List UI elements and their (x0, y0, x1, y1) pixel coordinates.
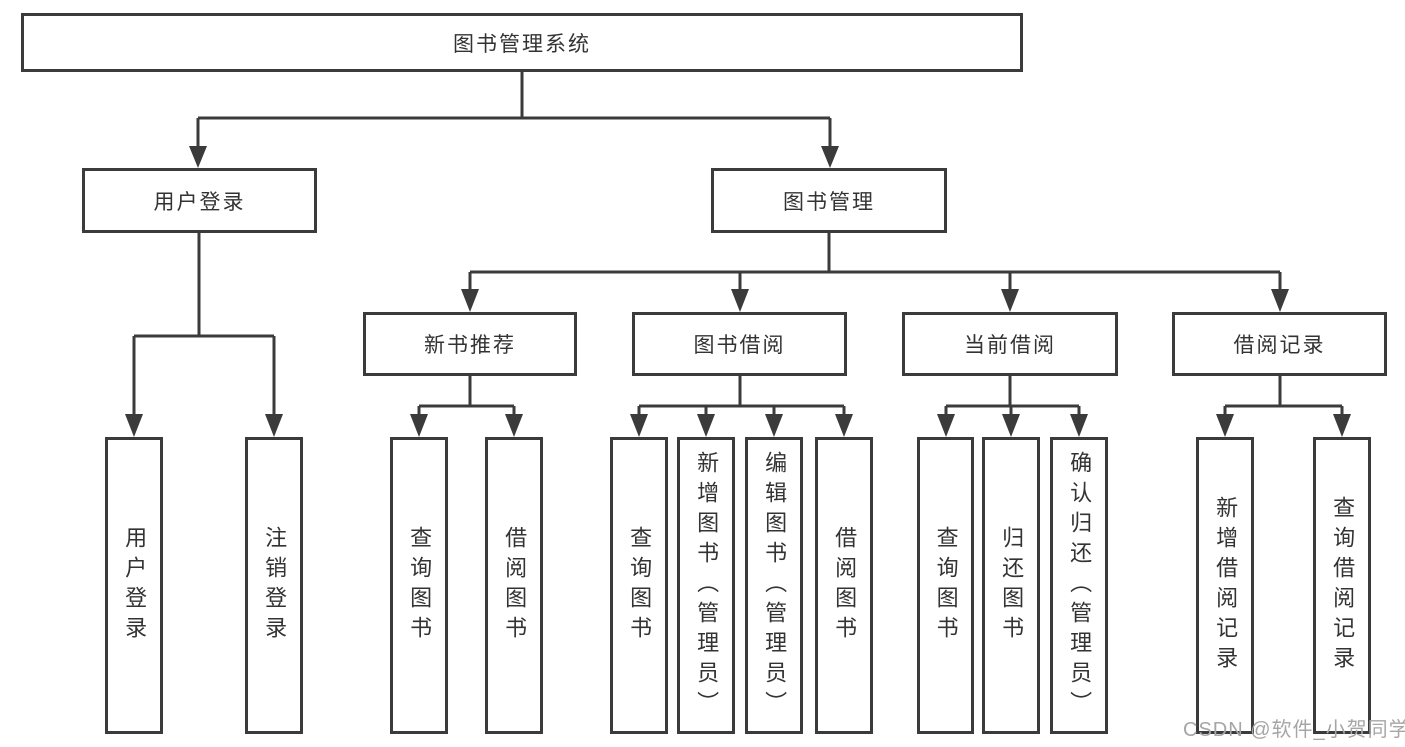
node-label: 查询图书 (627, 525, 653, 646)
leaf-borrow-books-recommend: 借阅图书 (485, 437, 543, 734)
node-label: 当前借阅 (964, 334, 1056, 357)
leaf-logout: 注销登录 (245, 437, 303, 734)
node-current-borrowing: 当前借阅 (902, 312, 1118, 376)
node-label: 确认归还（管理员） (1067, 450, 1093, 721)
node-borrowing-records: 借阅记录 (1172, 312, 1387, 376)
node-system-root: 图书管理系统 (21, 13, 1023, 72)
leaf-add-book-admin: 新增图书（管理员） (677, 437, 735, 734)
node-label: 借阅图书 (832, 525, 858, 646)
node-label: 新增图书（管理员） (694, 450, 720, 721)
node-book-management: 图书管理 (711, 168, 947, 233)
node-label: 新书推荐 (424, 334, 516, 357)
node-label: 编辑图书（管理员） (762, 450, 788, 721)
node-label: 查询借阅记录 (1330, 495, 1356, 676)
connector-book-management-branch (461, 233, 1289, 312)
connector-current-borrowing-branch (937, 376, 1088, 437)
connector-book-borrowing-branch (630, 376, 853, 437)
node-label: 新增借阅记录 (1213, 495, 1239, 676)
node-label: 注销登录 (262, 525, 288, 646)
node-label: 图书借阅 (693, 334, 786, 357)
node-label: 借阅记录 (1233, 334, 1326, 357)
node-label: 查询图书 (933, 525, 959, 646)
node-label: 借阅图书 (502, 525, 528, 646)
node-new-book-recommendation: 新书推荐 (363, 312, 577, 376)
leaf-user-login: 用户登录 (105, 437, 163, 734)
node-book-borrowing: 图书借阅 (632, 312, 847, 376)
connector-new-book-recommendation-branch (410, 376, 523, 437)
leaf-query-books-current: 查询图书 (917, 437, 974, 734)
node-label: 图书管理 (783, 190, 875, 214)
connector-borrowing-records-branch (1216, 376, 1351, 437)
connector-root-to-level2 (189, 70, 839, 168)
leaf-return-books: 归还图书 (982, 437, 1040, 734)
leaf-edit-book-admin: 编辑图书（管理员） (745, 437, 803, 734)
node-label: 用户登录 (122, 525, 148, 646)
node-label: 归还图书 (999, 525, 1025, 646)
leaf-query-books-borrowing: 查询图书 (610, 437, 668, 734)
leaf-query-borrow-record: 查询借阅记录 (1313, 437, 1371, 734)
node-label: 用户登录 (153, 190, 246, 214)
csdn-watermark: CSDN @软件_小贺同学 (1183, 719, 1405, 741)
leaf-borrow-books-borrowing: 借阅图书 (815, 437, 873, 734)
leaf-add-borrow-record: 新增借阅记录 (1196, 437, 1254, 734)
leaf-confirm-return-admin: 确认归还（管理员） (1050, 437, 1108, 734)
node-label: 图书管理系统 (453, 32, 591, 56)
node-user-login-group: 用户登录 (82, 168, 317, 233)
leaf-query-books-recommend: 查询图书 (390, 437, 448, 734)
connector-user-login-branch (125, 233, 283, 437)
node-label: 查询图书 (407, 525, 433, 646)
